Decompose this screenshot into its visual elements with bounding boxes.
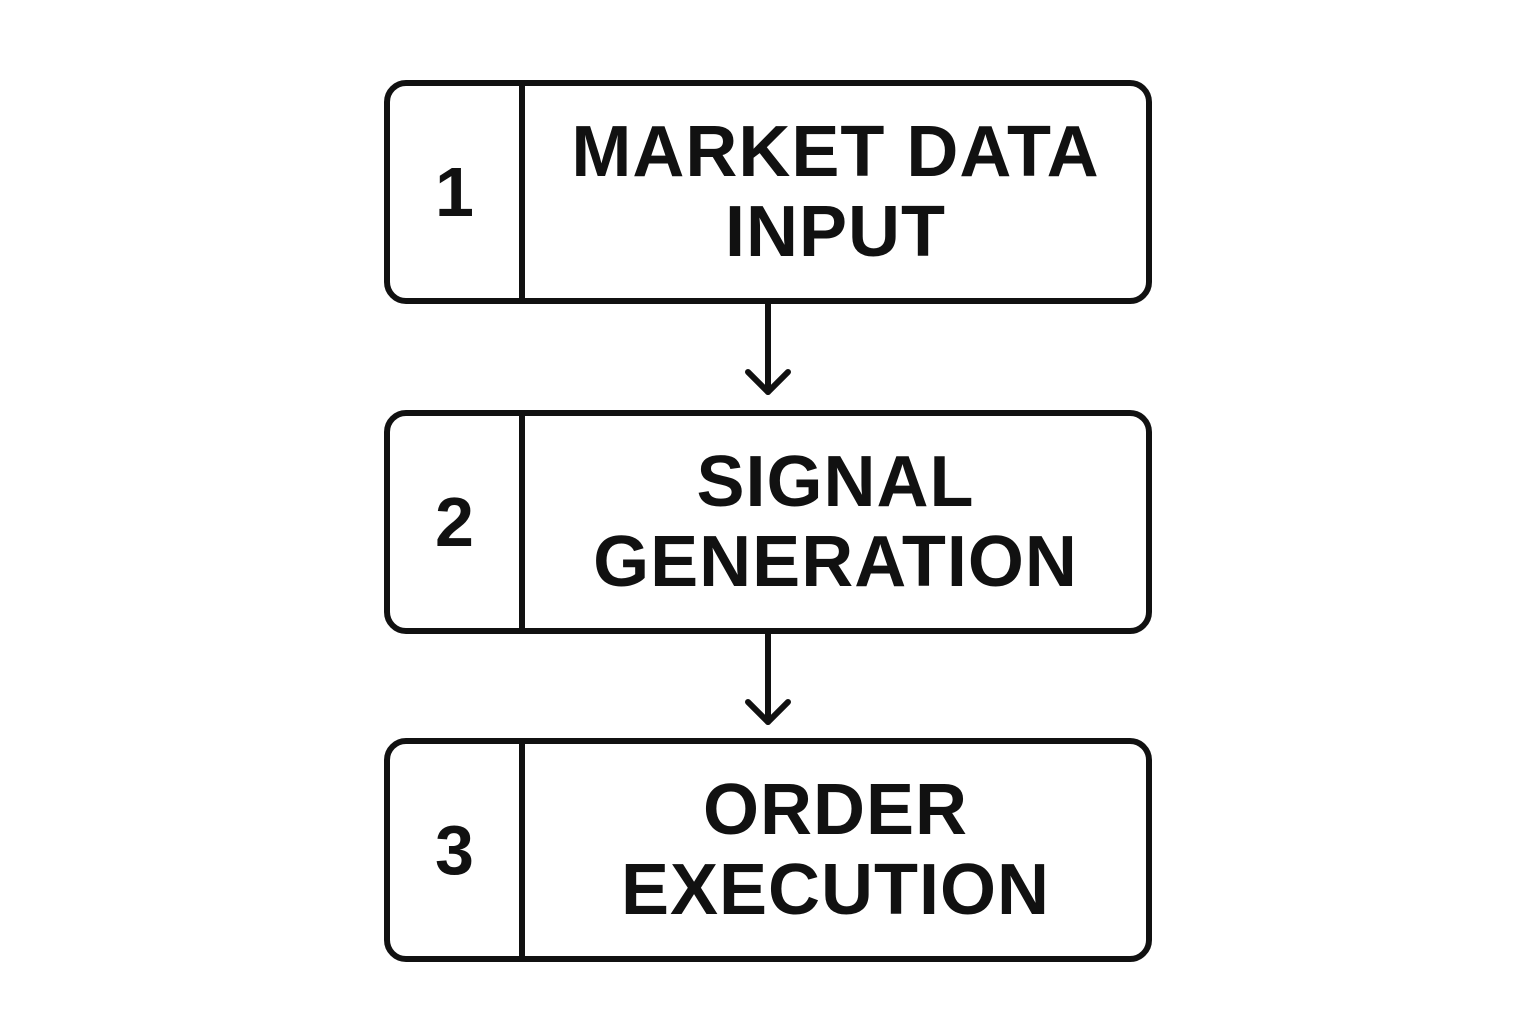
step-number: 1 [390, 86, 525, 298]
step-label-line: ORDER [702, 770, 968, 850]
arrow-down-icon [745, 301, 791, 395]
step-label-line: MARKET DATA [571, 112, 1100, 192]
step-label: ORDER EXECUTION [525, 744, 1146, 956]
step-label: SIGNAL GENERATION [525, 416, 1146, 628]
step-label-line: SIGNAL [696, 442, 975, 522]
step-number: 3 [390, 744, 525, 956]
step-box-market-data-input: 1 MARKET DATA INPUT [384, 80, 1152, 304]
step-box-order-execution: 3 ORDER EXECUTION [384, 738, 1152, 962]
arrow-down-icon [745, 631, 791, 725]
step-box-signal-generation: 2 SIGNAL GENERATION [384, 410, 1152, 634]
step-label-line: INPUT [725, 192, 946, 272]
step-number: 2 [390, 416, 525, 628]
step-label: MARKET DATA INPUT [525, 86, 1146, 298]
step-label-line: GENERATION [593, 522, 1078, 602]
step-label-line: EXECUTION [620, 850, 1051, 930]
